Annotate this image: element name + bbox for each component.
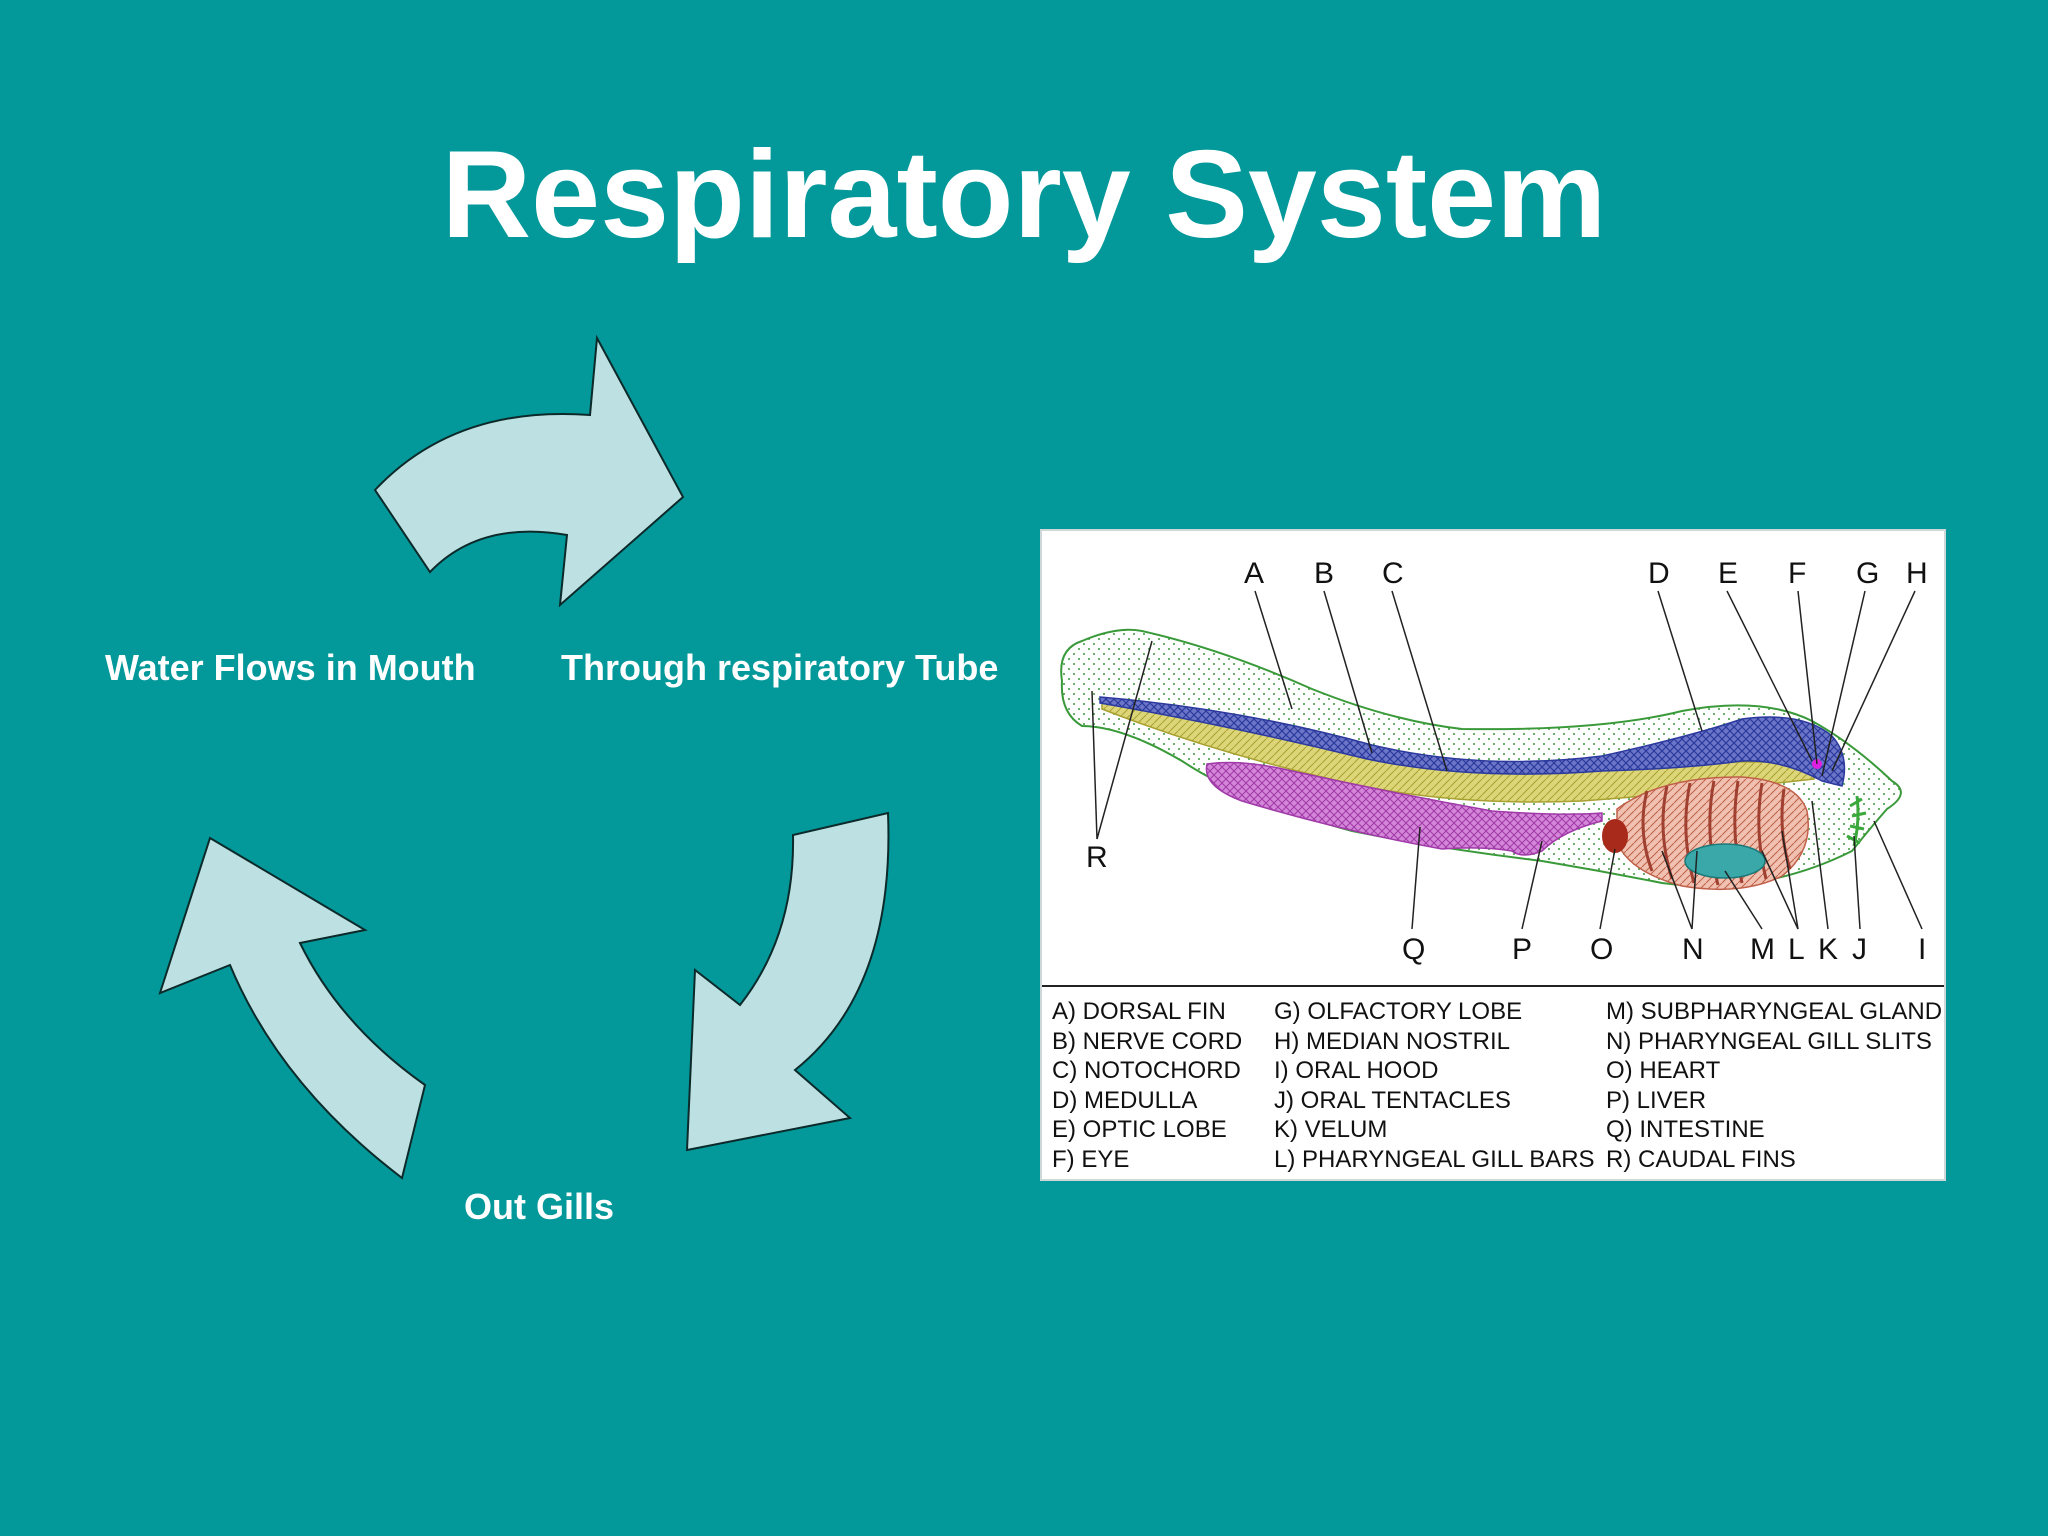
intestine: [1205, 761, 1603, 856]
cycle-arrow-left: [158, 836, 427, 1180]
legend-item: L) PHARYNGEAL GILL BARS: [1274, 1145, 1595, 1173]
legend-item: A) DORSAL FIN: [1052, 998, 1226, 1025]
oral-tentacles: [1846, 795, 1867, 847]
heart: [1602, 819, 1628, 853]
label-letter-l: L: [1788, 933, 1805, 966]
label-letter-h: H: [1906, 557, 1928, 590]
cycle-arrow-top: [373, 334, 685, 608]
label-letter-d: D: [1648, 557, 1670, 590]
nerve-cord: [1099, 696, 1846, 787]
label-letter-f: F: [1788, 557, 1806, 590]
label-letter-a: A: [1244, 557, 1264, 590]
legend-item: P) LIVER: [1606, 1086, 1707, 1114]
label-letter-r: R: [1086, 841, 1108, 874]
slide-title: Respiratory System: [441, 126, 1607, 264]
leader-lines: [1091, 590, 1923, 930]
cycle-step-water-in-mouth: Water Flows in Mouth: [105, 647, 476, 688]
label-letter-n: N: [1682, 933, 1704, 966]
label-letter-b: B: [1314, 557, 1334, 590]
legend-item: I) ORAL HOOD: [1274, 1057, 1439, 1084]
legend-item: N) PHARYNGEAL GILL SLITS: [1606, 1027, 1932, 1055]
cycle-step-out-gills: Out Gills: [464, 1186, 615, 1227]
legend-column-2: G) OLFACTORY LOBE H) MEDIAN NOSTRIL I) O…: [1274, 997, 1595, 1174]
label-letter-c: C: [1382, 557, 1404, 590]
legend-item: O) HEART: [1606, 1057, 1721, 1084]
legend-item: D) MEDULLA: [1052, 1086, 1198, 1114]
legend-item: K) VELUM: [1274, 1116, 1388, 1143]
legend-item: J) ORAL TENTACLES: [1274, 1086, 1511, 1114]
legend-item: R) CAUDAL FINS: [1606, 1145, 1796, 1173]
lancelet-drawing: A B C D E F G H R Q P O N M L K J I: [1060, 557, 1928, 966]
cycle-step-respiratory-tube: Through respiratory Tube: [561, 647, 999, 688]
legend-item: M) SUBPHARYNGEAL GLAND: [1606, 998, 1943, 1025]
legend-item: H) MEDIAN NOSTRIL: [1274, 1027, 1511, 1055]
label-letter-k: K: [1818, 933, 1838, 966]
label-letter-j: J: [1852, 933, 1867, 966]
label-letter-e: E: [1718, 557, 1738, 590]
subpharyngeal-gland: [1684, 843, 1766, 879]
cycle-arrow-right: [685, 811, 890, 1152]
legend-column-3: M) SUBPHARYNGEAL GLAND N) PHARYNGEAL GIL…: [1606, 997, 1942, 1174]
legend-item: G) OLFACTORY LOBE: [1274, 998, 1523, 1025]
label-letter-q: Q: [1402, 933, 1425, 966]
legend-item: Q) INTESTINE: [1606, 1116, 1765, 1143]
label-letter-p: P: [1512, 933, 1532, 966]
cycle-diagram: [158, 334, 890, 1180]
label-letter-m: M: [1750, 933, 1775, 966]
label-letter-i: I: [1918, 933, 1926, 966]
legend-item: B) NERVE CORD: [1052, 1027, 1243, 1055]
legend-item: C) NOTOCHORD: [1052, 1057, 1241, 1084]
anatomy-legend: A) DORSAL FIN B) NERVE CORD C) NOTOCHORD…: [1042, 985, 1944, 1181]
lancelet-anatomy-figure: A B C D E F G H R Q P O N M L K J I A) D…: [1040, 529, 1946, 1181]
legend-item: F) EYE: [1052, 1145, 1130, 1173]
label-letter-g: G: [1856, 557, 1879, 590]
legend-item: E) OPTIC LOBE: [1052, 1116, 1227, 1143]
legend-column-1: A) DORSAL FIN B) NERVE CORD C) NOTOCHORD…: [1052, 997, 1242, 1174]
label-letter-o: O: [1590, 933, 1613, 966]
